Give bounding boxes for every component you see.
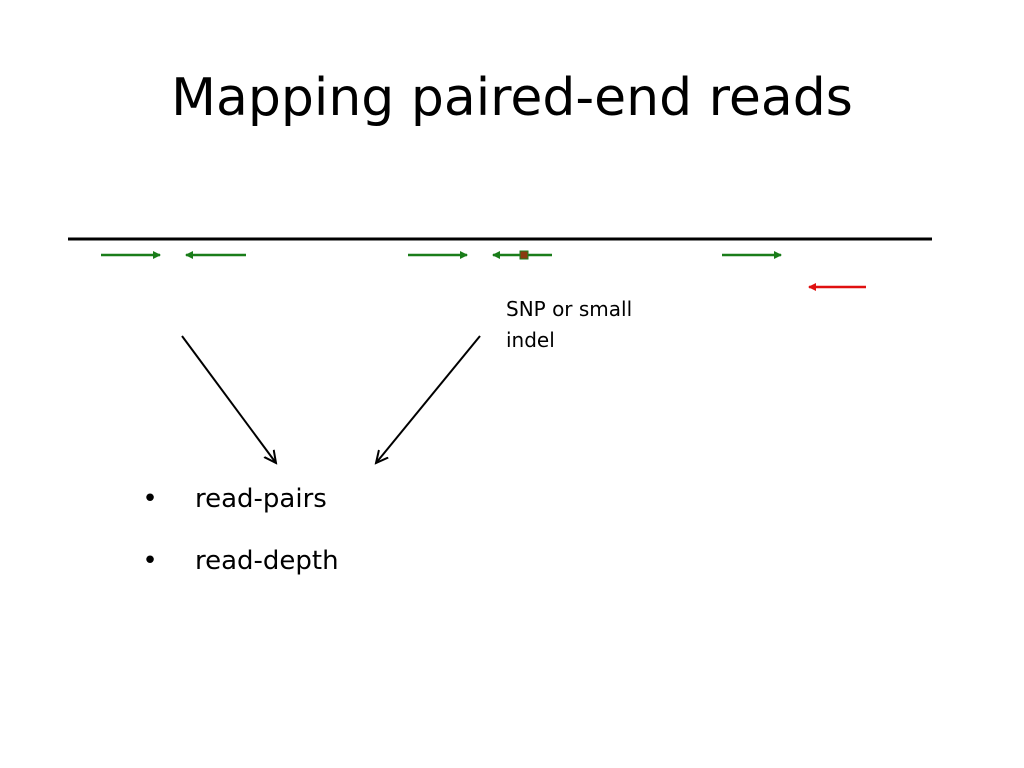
snp-marker [519, 250, 529, 260]
slide-title: Mapping paired-end reads [171, 68, 853, 128]
bullet-text: read-depth [195, 546, 339, 576]
bullet-text: read-pairs [195, 484, 327, 514]
annotation-line-2: indel [506, 328, 555, 352]
pointer-arrow-left [181, 335, 276, 463]
bullet-list: • read-pairs • read-depth [140, 478, 339, 602]
bullet-item-read-depth: • read-depth [140, 540, 339, 582]
bullet-marker: • [142, 484, 158, 514]
bullet-item-read-pairs: • read-pairs [140, 478, 339, 520]
pointer-arrow-right [376, 335, 481, 463]
bullet-marker: • [142, 546, 158, 576]
annotation-line-1: SNP or small [506, 297, 633, 321]
snp-annotation-label: SNP or small indel [506, 294, 656, 356]
